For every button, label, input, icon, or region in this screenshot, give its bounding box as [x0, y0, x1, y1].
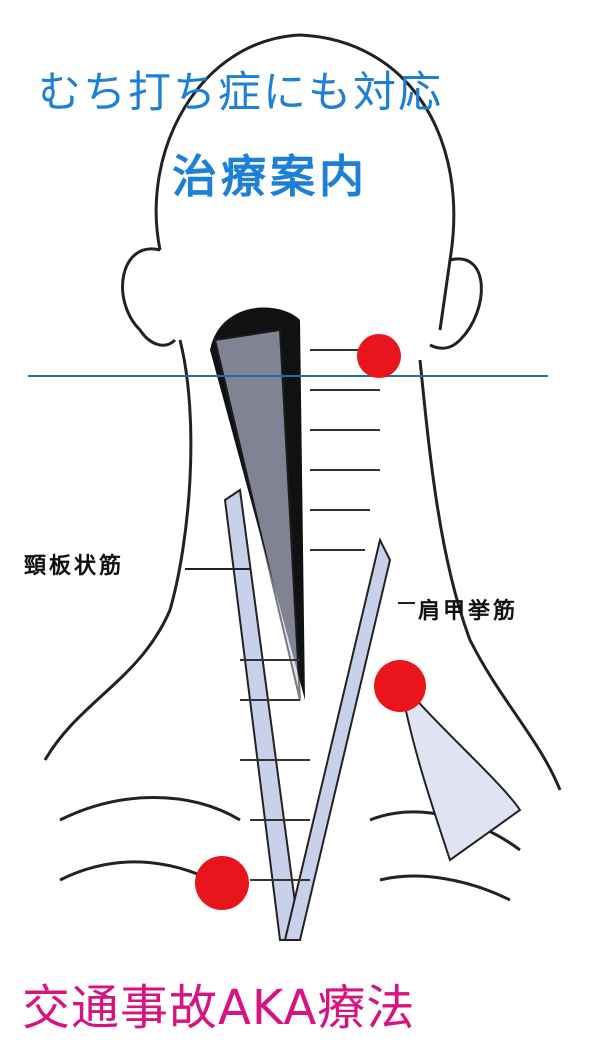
- left-ear: [121, 247, 177, 347]
- levator-scapulae: [399, 679, 522, 862]
- left-band: [213, 328, 301, 701]
- treatment-point-middle: [374, 660, 426, 712]
- label-levator: 肩甲挙筋: [418, 599, 519, 624]
- trapezius-left: [223, 488, 302, 941]
- neck-right: [418, 359, 562, 791]
- cervical-vertebrae: [240, 349, 380, 881]
- label-splenius: 頸板状筋: [24, 554, 125, 579]
- right-ear: [429, 257, 483, 350]
- trapezius-right: [283, 537, 392, 941]
- footer-title: 交通事故AKA療法: [22, 980, 416, 1036]
- head-outline: [154, 33, 456, 331]
- shoulder-left-rib: [59, 796, 241, 822]
- treatment-point-upper: [357, 334, 401, 378]
- neck-left: [43, 339, 193, 761]
- shoulder-right-rib2: [379, 874, 511, 902]
- title-whiplash: むち打ち症にも対応: [38, 68, 443, 118]
- treatment-point-lower: [195, 856, 249, 910]
- title-treatment-guide: 治療案内: [172, 150, 369, 203]
